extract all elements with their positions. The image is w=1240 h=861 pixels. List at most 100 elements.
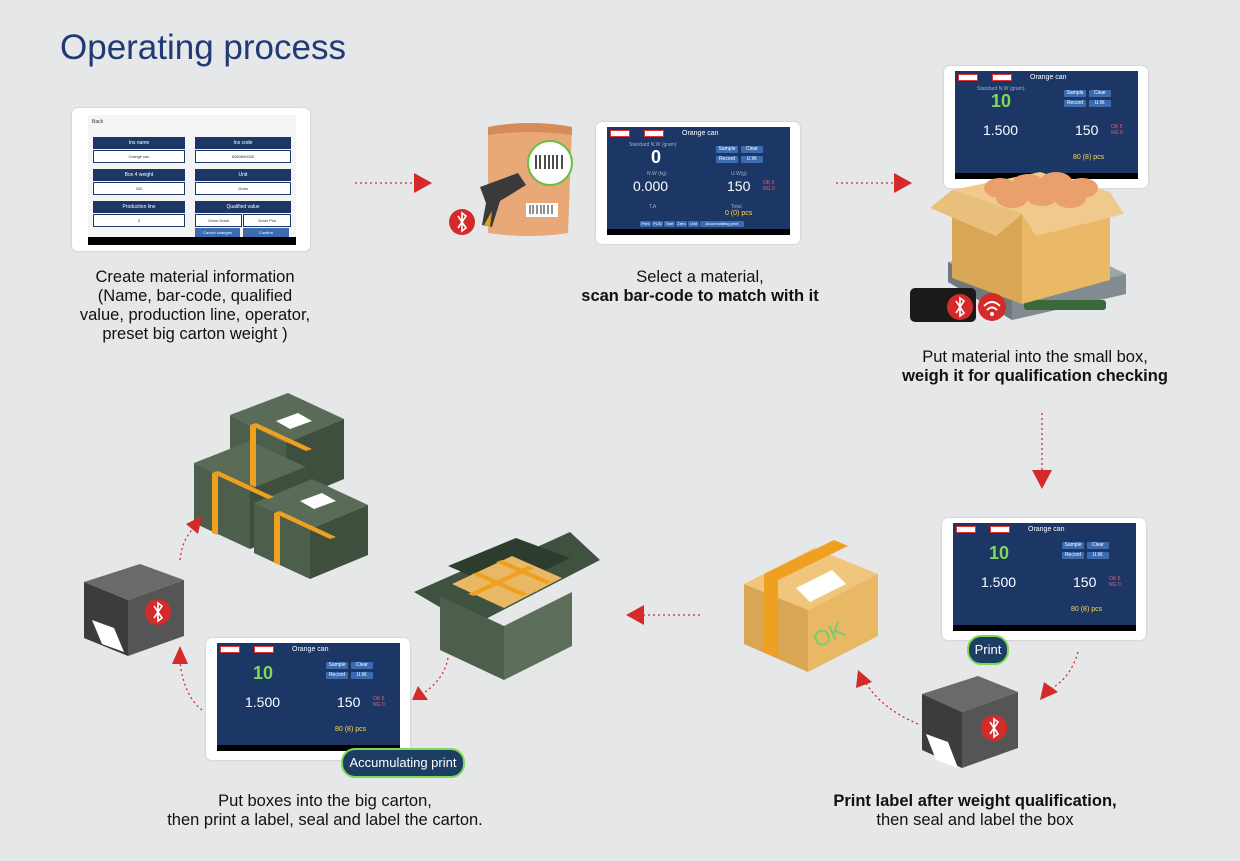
record-button[interactable]: Record [1062, 552, 1084, 559]
field-unit-value[interactable]: Gram [195, 182, 291, 195]
uw-value: 150 [727, 178, 751, 194]
scale-with-box-illustration [910, 172, 1126, 322]
scale-tablet-select: Orange can Standard N.W (gram) 0 Sample … [596, 122, 800, 244]
field-name-label: Ins name [93, 137, 185, 149]
ng-mark: NG 0 [1111, 130, 1123, 136]
standard-value: 0 [651, 147, 662, 167]
confirm-button[interactable]: Confirm [243, 228, 289, 237]
tare-button[interactable]: Tare [664, 221, 675, 227]
step4-caption: Print label after weight qualification,t… [833, 792, 1117, 829]
field-qualified-label: Qualified value [195, 201, 291, 213]
weight-label: N.W (kg) [647, 171, 667, 177]
scanner-and-bag-illustration [449, 123, 573, 236]
standard-value: 10 [253, 663, 274, 683]
scale-screen: Orange can Standard N.W (gram) 0 Sample … [607, 127, 790, 235]
uw-value: 150 [1073, 574, 1097, 590]
uw-button[interactable]: U.W. [1087, 552, 1109, 559]
sample-button[interactable]: Sample [1064, 90, 1086, 97]
barcode-magnifier [527, 140, 573, 186]
clear-button[interactable]: Clear [1089, 90, 1111, 97]
field-code-value[interactable]: 6060600000 [195, 150, 291, 163]
arrow-head-6 [626, 605, 644, 625]
step3-caption: Put material into the small box,weigh it… [902, 348, 1168, 385]
total-value: 0 (0) pcs [725, 210, 753, 217]
scale-screen: Orange can 10 Sample Clear Record U.W. 1… [217, 643, 400, 751]
accumulating-print-button[interactable]: Accumulating print [700, 221, 744, 227]
field-line-label: Production line [93, 201, 185, 213]
field-code-label: Ins code [195, 137, 291, 149]
back-link[interactable]: Back [92, 119, 104, 125]
zero-button[interactable]: Zero [676, 221, 687, 227]
status-tag [610, 130, 630, 137]
label-printer-left [84, 564, 184, 656]
standard-label: Standard N.W (gram) [629, 142, 677, 148]
field-qualified-value-b[interactable]: Gram Pcs [243, 214, 291, 227]
arrow-head-4 [1040, 682, 1058, 700]
material-title: Orange can [1028, 526, 1065, 533]
total-value: 80 (8) pcs [1073, 154, 1105, 161]
clear-button[interactable]: Clear [741, 146, 763, 153]
ta-label: T.A [649, 204, 657, 210]
record-button[interactable]: Record [716, 156, 738, 163]
field-weight-label: Box 4 weight [93, 169, 185, 181]
step5-caption: Put boxes into the big carton,then print… [167, 792, 483, 829]
accumulating-print-callout[interactable]: Accumulating print [341, 748, 465, 778]
field-line-value[interactable]: 3 [93, 214, 185, 227]
weight-value: 1.500 [245, 694, 281, 710]
material-title: Orange can [682, 130, 719, 137]
sample-button[interactable]: Sample [1062, 542, 1084, 549]
field-unit-label: Unit [195, 169, 291, 181]
standard-label: Standard N.W (gram) [977, 86, 1025, 92]
standard-value: 10 [989, 543, 1010, 563]
sample-button[interactable]: Sample [326, 662, 348, 669]
ng-mark: NG 0 [373, 702, 385, 708]
field-weight-value[interactable]: 300 [93, 182, 185, 195]
total-label: Total [731, 204, 742, 210]
step2-caption: Select a material,scan bar-code to match… [581, 268, 819, 305]
uw-button[interactable]: U.W. [1089, 100, 1111, 107]
plid-button[interactable]: PLID [652, 221, 663, 227]
sample-button[interactable]: Sample [716, 146, 738, 153]
weight-value: 1.500 [981, 574, 1017, 590]
print-button[interactable]: Print [640, 221, 651, 227]
uw-button[interactable]: U.W. [351, 672, 373, 679]
ok-mark: OK 5 [1109, 576, 1121, 582]
field-qualified-value-a[interactable]: Gram Gram [195, 214, 242, 227]
material-title: Orange can [1030, 74, 1067, 81]
uw-value: 150 [337, 694, 361, 710]
uw-label: U.W(g) [731, 171, 747, 177]
ok-mark: OK 5 [1111, 124, 1123, 130]
page-title: Operating process [60, 28, 346, 67]
status-tag-2 [644, 130, 664, 137]
uw-value: 150 [1075, 122, 1099, 138]
clear-button[interactable]: Clear [351, 662, 373, 669]
scale-screen: Orange can 10 Sample Clear Record U.W. 1… [953, 523, 1136, 631]
arrow-head-7 [412, 686, 428, 700]
field-name-value[interactable]: Orange can [93, 150, 185, 163]
total-value: 80 (8) pcs [335, 726, 367, 733]
ok-mark: OK 0 [763, 180, 775, 186]
android-nav-bar [88, 237, 296, 245]
standard-value: 10 [991, 91, 1012, 111]
record-button[interactable]: Record [326, 672, 348, 679]
step1-caption: Create material information(Name, bar-co… [79, 268, 311, 343]
cancel-changes-button[interactable]: Cancel changes [195, 228, 240, 237]
record-button[interactable]: Record [1064, 100, 1086, 107]
material-form-tablet: Back Ins name Orange can Ins code 606060… [72, 108, 310, 251]
material-title: Orange can [292, 646, 329, 653]
android-nav-bar [217, 745, 400, 751]
print-callout[interactable]: Print [967, 635, 1009, 665]
uw-button[interactable]: U.W. [741, 156, 763, 163]
unit-button[interactable]: Unit [688, 221, 699, 227]
sealed-box-illustration: OK [744, 540, 878, 672]
weight-value: 0.000 [633, 178, 669, 194]
total-value: 80 (8) pcs [1071, 606, 1103, 613]
scale-tablet-weigh: Orange can Standard N.W (gram) 10 Sample… [944, 66, 1148, 188]
arrow-head-1 [414, 173, 432, 193]
open-carton-illustration [414, 532, 600, 680]
clear-button[interactable]: Clear [1087, 542, 1109, 549]
label-printer-right [922, 676, 1018, 768]
stacked-cartons-illustration [194, 393, 368, 579]
android-nav-bar [607, 229, 790, 235]
ok-mark: OK 5 [373, 696, 385, 702]
